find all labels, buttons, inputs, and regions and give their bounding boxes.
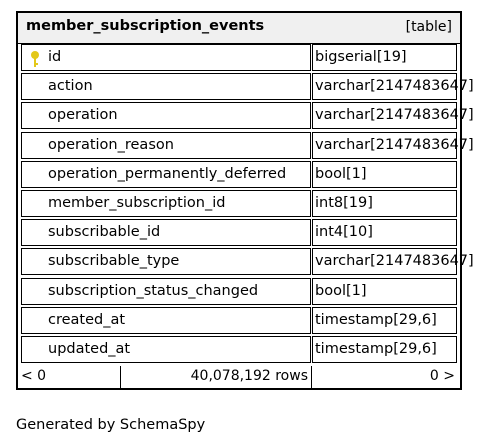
table-row: subscribable_id int4[10] — [18, 218, 460, 247]
column-name-cell: action — [21, 73, 311, 101]
column-type: bigserial[19] — [315, 49, 407, 65]
column-name-cell: operation — [21, 102, 311, 130]
table-name[interactable]: member_subscription_events — [26, 18, 265, 34]
column-name[interactable]: operation_reason — [48, 136, 174, 153]
column-name[interactable]: member_subscription_id — [48, 195, 226, 211]
table-footer: < 0 40,078,192 rows 0 > — [18, 366, 460, 388]
table-node: member_subscription_events [table] id big… — [16, 11, 474, 390]
table-row: created_at timestamp[29,6] — [18, 306, 460, 334]
column-name-cell: subscribable_id — [21, 219, 311, 247]
column-name[interactable]: operation — [48, 107, 118, 124]
column-type-cell: varchar[2147483647] — [312, 248, 474, 276]
column-type-cell: bool[1] — [312, 160, 457, 188]
column-type-cell: varchar[2147483647] — [312, 131, 474, 159]
column-name-cell: created_at — [21, 306, 311, 334]
column-type-cell: int4[10] — [312, 219, 457, 247]
column-type: varchar[2147483647] — [315, 253, 474, 270]
column-type-cell: bool[1] — [312, 277, 457, 305]
table-kind-label: [table] — [405, 19, 452, 35]
column-type: bool[1] — [315, 282, 367, 299]
column-type: int8[19] — [315, 195, 373, 211]
row-count: 40,078,192 rows — [190, 368, 308, 384]
column-type: int4[10] — [315, 224, 373, 241]
column-type-cell: int8[19] — [312, 190, 457, 217]
column-name[interactable]: created_at — [48, 311, 126, 328]
children-count[interactable]: 0 > — [429, 368, 455, 384]
column-name[interactable]: action — [48, 78, 93, 95]
column-name[interactable]: subscribable_type — [48, 253, 180, 270]
column-name-cell: subscribable_type — [21, 248, 311, 276]
table-row: updated_at timestamp[29,6] — [18, 335, 460, 363]
generated-by-label: Generated by SchemaSpy — [16, 417, 206, 433]
column-name-cell: operation_reason — [21, 131, 311, 159]
column-name[interactable]: updated_at — [48, 341, 131, 357]
column-name-cell: operation_permanently_deferred — [21, 160, 311, 188]
row-count-cell: 40,078,192 rows — [121, 366, 312, 388]
table-row: member_subscription_id int8[19] — [18, 189, 460, 217]
table-row: operation varchar[2147483647] — [18, 101, 474, 130]
column-type: bool[1] — [315, 165, 367, 182]
table-row: operation_reason varchar[2147483647] — [18, 131, 474, 159]
table-row: subscribable_type varchar[2147483647] — [18, 247, 474, 276]
column-type: timestamp[29,6] — [315, 341, 437, 357]
table-row: action varchar[2147483647] — [18, 72, 474, 101]
column-type-cell: varchar[2147483647] — [312, 73, 474, 101]
column-name-cell: subscription_status_changed — [21, 277, 311, 305]
column-type: varchar[2147483647] — [315, 136, 474, 153]
column-name[interactable]: subscription_status_changed — [48, 282, 259, 299]
table-row: id bigserial[19] — [18, 43, 460, 71]
column-type-cell: bigserial[19] — [312, 44, 457, 71]
column-type: timestamp[29,6] — [315, 311, 437, 328]
column-type: varchar[2147483647] — [315, 107, 474, 124]
column-name-cell: member_subscription_id — [21, 190, 311, 217]
table-row: subscription_status_changed bool[1] — [18, 277, 460, 305]
column-name[interactable]: operation_permanently_deferred — [48, 165, 287, 182]
column-name-cell: id — [21, 44, 311, 71]
table-row: operation_permanently_deferred bool[1] — [18, 160, 460, 188]
column-name-cell: updated_at — [21, 336, 311, 363]
column-type-cell: varchar[2147483647] — [312, 102, 474, 130]
parents-cell: < 0 — [18, 366, 121, 388]
column-name[interactable]: id — [48, 49, 62, 65]
column-type-cell: timestamp[29,6] — [312, 306, 457, 334]
primary-key-icon — [31, 51, 39, 67]
column-type: varchar[2147483647] — [315, 78, 474, 95]
children-cell: 0 > — [312, 366, 460, 388]
table-header: member_subscription_events [table] — [18, 13, 460, 44]
column-name[interactable]: subscribable_id — [48, 224, 161, 241]
parents-count[interactable]: < 0 — [21, 368, 47, 384]
column-type-cell: timestamp[29,6] — [312, 336, 457, 363]
